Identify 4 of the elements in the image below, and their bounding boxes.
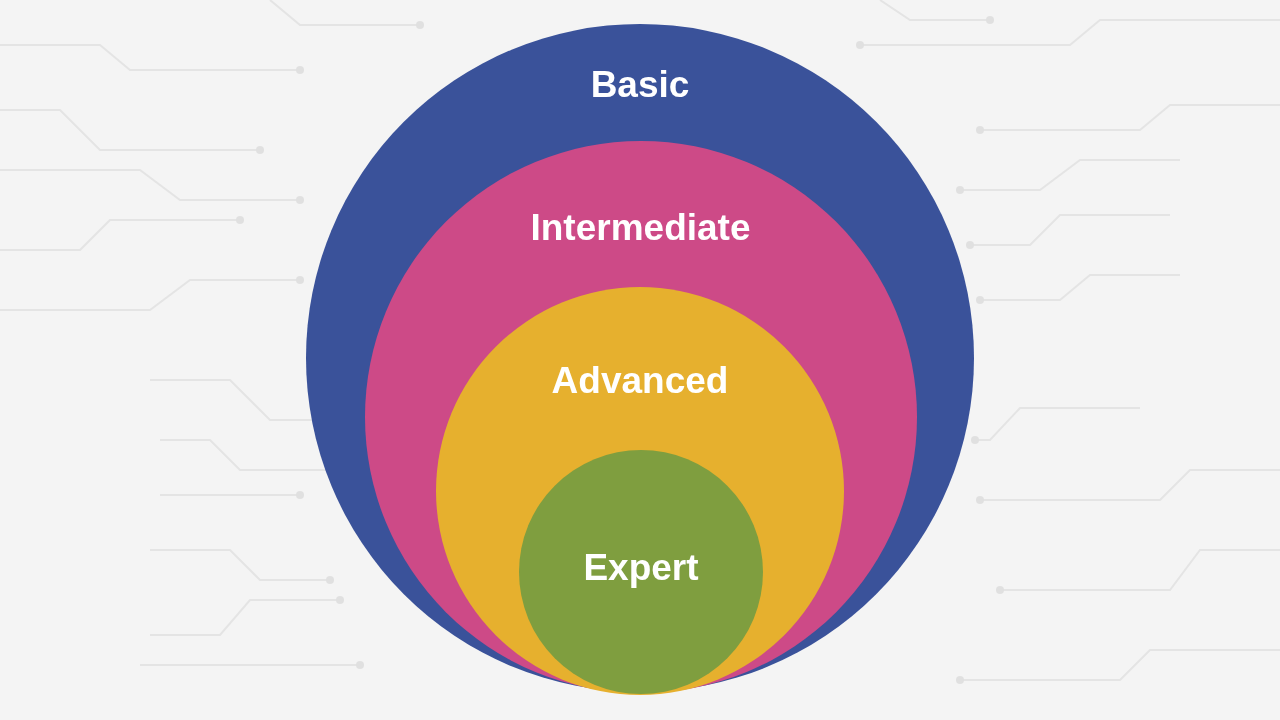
level-label: Basic — [589, 63, 691, 107]
level-label: Expert — [582, 546, 700, 590]
level-label: Intermediate — [529, 206, 752, 250]
level-label: Advanced — [550, 359, 730, 403]
